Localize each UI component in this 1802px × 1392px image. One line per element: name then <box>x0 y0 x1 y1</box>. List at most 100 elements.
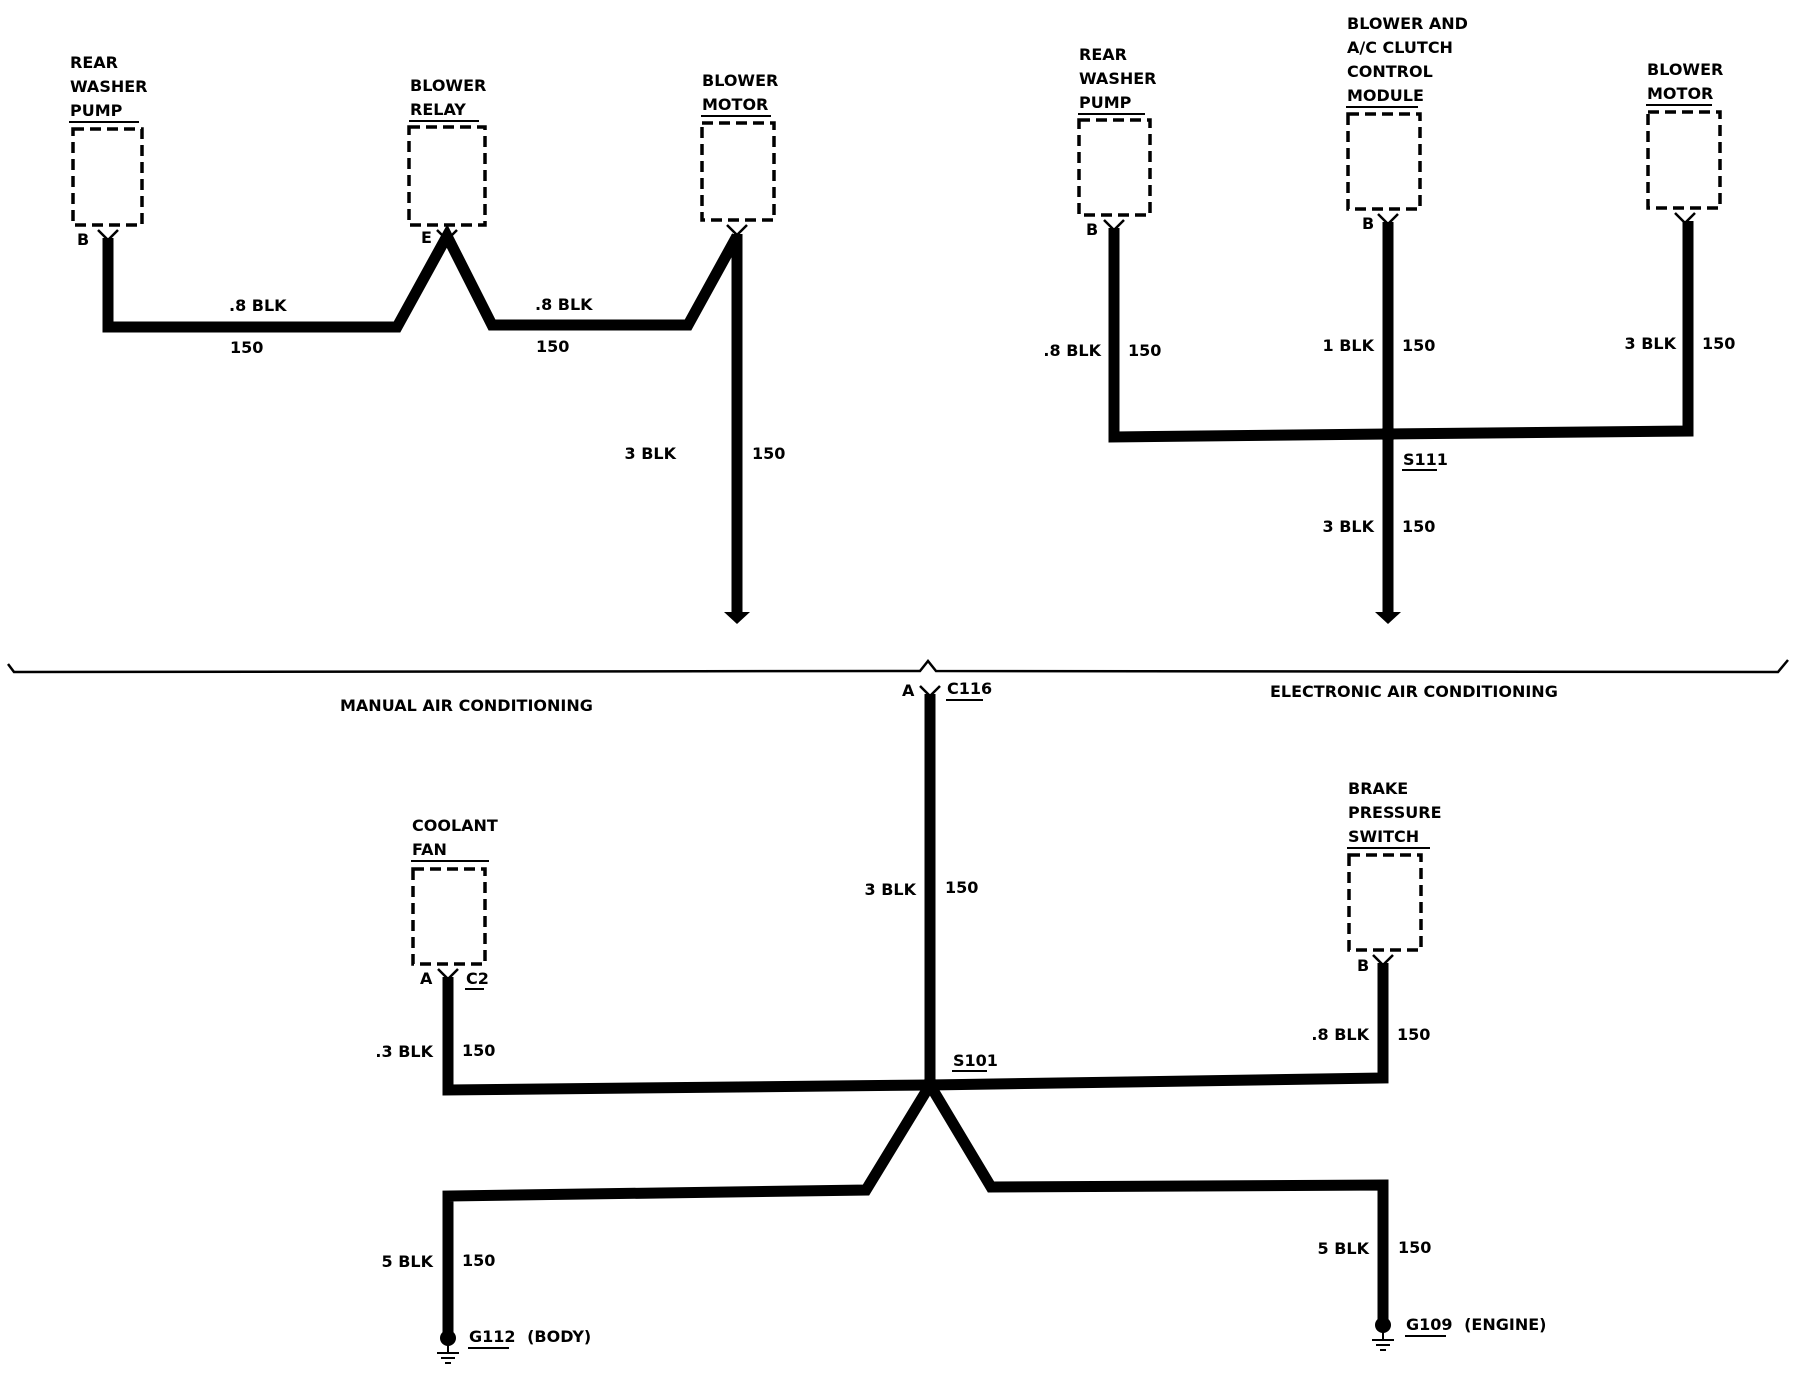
svg-text:G112 (BODY): G112 (BODY) <box>469 1327 591 1346</box>
svg-text:REAR WASHER PU: REAR WASHER PUMP <box>1079 45 1162 112</box>
component-label: BLOWER <box>1647 60 1723 79</box>
component-box <box>1077 118 1152 217</box>
wire-rwp-to-relay <box>102 224 742 333</box>
component-label: WASHER <box>70 77 147 96</box>
component-label: MOTOR <box>702 95 768 114</box>
wire-brake-switch-to-s101 <box>929 963 1389 1091</box>
circuit-label: 150 <box>536 337 569 356</box>
circuit-label: 150 <box>462 1251 495 1270</box>
common-ground-section: A C116 COOLANT FAN A C2 BRAKE PRESSURE S… <box>375 679 1546 1364</box>
splice-s101 <box>922 1077 938 1093</box>
component-label: WASHER <box>1079 69 1156 88</box>
wire-motor-to-s111 <box>1387 221 1694 440</box>
wire-s101-to-g112 <box>442 1082 935 1335</box>
splice-label: S101 <box>953 1051 998 1070</box>
component-label: RELAY <box>410 100 466 119</box>
circuit-label: 150 <box>752 444 785 463</box>
wire-size-label: .3 BLK <box>375 1042 433 1061</box>
component-label: COOLANT <box>412 816 498 835</box>
svg-text:BLOWER AND A/C CLUTCH: BLOWER AND A/C CLUTCH CONTROL MODULE <box>1347 14 1474 105</box>
circuit-label: 150 <box>1128 341 1161 360</box>
wire-coolant-fan-to-s101 <box>442 977 931 1096</box>
wire-s101-to-g109 <box>925 1082 1389 1322</box>
component-label: CONTROL <box>1347 62 1433 81</box>
brake-pressure-switch: BRAKE PRESSURE SWITCH B <box>1347 779 1447 975</box>
coolant-fan: COOLANT FAN A C2 <box>411 816 503 990</box>
component-label: PUMP <box>70 101 123 120</box>
svg-text:BLOWER MOTOR: BLOWER MOTOR <box>702 71 784 114</box>
manual-ac-section: REAR WASHER PUMP B BLOWER RELAY E BLOWER <box>69 53 785 624</box>
splice-s111 <box>1380 426 1396 442</box>
circuit-label: 150 <box>1397 1025 1430 1044</box>
component-label: PUMP <box>1079 93 1132 112</box>
wire-size-label: 3 BLK <box>625 444 677 463</box>
component-label: A/C CLUTCH <box>1347 38 1453 57</box>
ground-location: (BODY) <box>527 1327 591 1346</box>
ground-id: G112 <box>469 1327 516 1346</box>
ground-g112: G112 (BODY) <box>437 1327 591 1364</box>
component-label: BRAKE <box>1348 779 1408 798</box>
component-label: MOTOR <box>1647 84 1713 103</box>
pin-label: B <box>1357 956 1369 975</box>
ground-location: (ENGINE) <box>1464 1315 1546 1334</box>
circuit-label: 150 <box>1402 336 1435 355</box>
connector-label: C2 <box>466 969 489 988</box>
wire-size-label: 1 BLK <box>1323 336 1375 355</box>
pin-label: B <box>1086 220 1098 239</box>
ground-g109: G109 (ENGINE) <box>1372 1315 1546 1351</box>
component-box <box>1346 112 1422 211</box>
svg-text:BRAKE PRESSURE: BRAKE PRESSURE SWITCH <box>1348 779 1447 846</box>
component-box <box>411 867 487 966</box>
blower-relay: BLOWER RELAY E <box>407 76 487 247</box>
component-label: BLOWER AND <box>1347 14 1468 33</box>
component-box <box>700 121 776 222</box>
wire-size-label: 3 BLK <box>865 880 917 899</box>
component-label: SWITCH <box>1348 827 1419 846</box>
manual-ac-heading: MANUAL AIR CONDITIONING <box>340 696 593 715</box>
circuit-label: 150 <box>945 878 978 897</box>
pin-label: B <box>1362 214 1374 233</box>
pin-label: B <box>77 230 89 249</box>
wire-size-label: 3 BLK <box>1625 334 1677 353</box>
component-box <box>407 125 487 227</box>
blower-motor-manual: BLOWER MOTOR <box>700 71 784 237</box>
ground-id: G109 <box>1406 1315 1453 1334</box>
splice-label: S111 <box>1403 450 1448 469</box>
wire-rwp-to-s111 <box>1108 228 1389 443</box>
rear-washer-pump-electronic: REAR WASHER PUMP B <box>1077 45 1162 239</box>
section-divider: MANUAL AIR CONDITIONING ELECTRONIC AIR C… <box>7 658 1789 715</box>
svg-text:COOLANT FAN: COOLANT FAN <box>412 816 503 859</box>
pin-label: E <box>421 228 432 247</box>
svg-text:G109 (ENGINE): G109 (ENGINE) <box>1406 1315 1546 1334</box>
blower-ac-clutch-control-module: BLOWER AND A/C CLUTCH CONTROL MODULE B <box>1346 14 1474 233</box>
wire-size-label: .8 BLK <box>535 295 593 314</box>
connector-c116: A C116 <box>902 679 992 701</box>
circuit-label: 150 <box>1402 517 1435 536</box>
circuit-label: 150 <box>230 338 263 357</box>
component-box <box>71 127 144 227</box>
svg-text:BLOWER MOTOR: BLOWER MOTOR <box>1647 60 1729 103</box>
wire-size-label: .8 BLK <box>1043 341 1101 360</box>
wire-size-label: .8 BLK <box>229 296 287 315</box>
wire-size-label: .8 BLK <box>1311 1025 1369 1044</box>
component-label: REAR <box>1079 45 1127 64</box>
circuit-label: 150 <box>1702 334 1735 353</box>
pin-label: A <box>902 681 915 700</box>
electronic-ac-heading: ELECTRONIC AIR CONDITIONING <box>1270 682 1558 701</box>
component-label: BLOWER <box>702 71 778 90</box>
circuit-label: 150 <box>462 1041 495 1060</box>
wire-size-label: 3 BLK <box>1323 517 1375 536</box>
component-label: PRESSURE <box>1348 803 1442 822</box>
svg-text:REAR WASHER PU: REAR WASHER PUMP <box>70 53 153 120</box>
component-label: REAR <box>70 53 118 72</box>
circuit-label: 150 <box>1398 1238 1431 1257</box>
pin-label: A <box>420 969 433 988</box>
rear-washer-pump-manual: REAR WASHER PUMP B <box>69 53 153 249</box>
wire-size-label: 5 BLK <box>1318 1239 1370 1258</box>
electronic-ac-section: REAR WASHER PUMP B BLOWER AND A/C CLUTCH… <box>1043 14 1735 624</box>
connector-label: C116 <box>947 679 992 698</box>
component-label: MODULE <box>1347 86 1424 105</box>
component-label: BLOWER <box>410 76 486 95</box>
wire-size-label: 5 BLK <box>382 1252 434 1271</box>
